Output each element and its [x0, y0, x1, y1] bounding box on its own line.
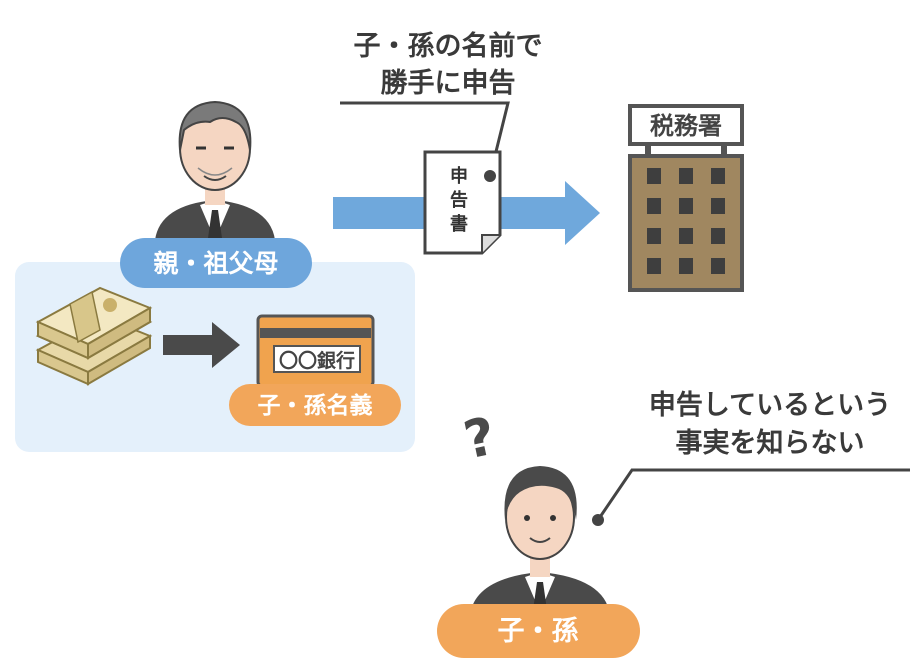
document-char-1: 申 — [450, 165, 468, 187]
child-label-pill — [437, 604, 640, 658]
tax-office-sign — [628, 104, 744, 146]
callout-bottom-dot — [592, 514, 604, 526]
tax-office-sign-text: 税務署 — [650, 112, 722, 140]
tax-return-document: 申 告 書 — [423, 150, 502, 255]
callout-bottom-line1: 申告しているという — [649, 390, 891, 421]
deposit-arrow — [163, 322, 240, 368]
parent-label-pill — [120, 238, 312, 288]
callout-bottom-leader — [596, 468, 910, 521]
document-char-3: 書 — [450, 214, 468, 235]
tax-office-building-icon: 税務署 — [628, 104, 744, 292]
child-label: 子・孫 — [498, 615, 579, 647]
bank-card-icon: 〇〇銀行 — [256, 314, 375, 388]
parent-label: 親・祖父母 — [153, 249, 278, 278]
cash-bundle-icon — [35, 286, 153, 386]
callout-top: 子・孫の名前で 勝手に申告 — [340, 30, 543, 182]
account-label-pill — [229, 384, 401, 426]
child-person-icon — [470, 466, 610, 615]
document-char-2: 告 — [450, 189, 468, 211]
callout-bottom: 申告しているという 事実を知らない — [592, 390, 910, 526]
question-mark-icon: ? — [459, 407, 501, 472]
parent-person-icon — [155, 100, 275, 240]
callout-bottom-line2: 事実を知らない — [676, 427, 865, 459]
callout-top-line2: 勝手に申告 — [381, 68, 516, 99]
callout-top-line1: 子・孫の名前で — [354, 30, 543, 62]
bank-card-text: 〇〇銀行 — [279, 349, 355, 372]
account-label: 子・孫名義 — [258, 392, 373, 419]
